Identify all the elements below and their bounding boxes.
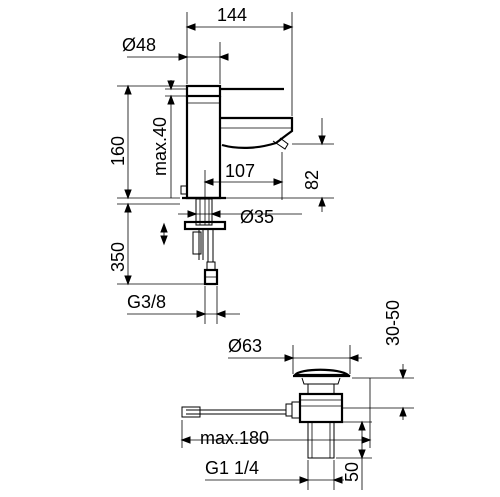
dim-height-total: 160 (108, 84, 186, 200)
lever-top (185, 84, 222, 98)
waste-drawing (181, 368, 351, 459)
dim-label-82: 82 (302, 170, 322, 190)
waste-plug (292, 368, 351, 377)
aerator (272, 137, 289, 150)
dim-max-lever: max.40 (150, 80, 186, 198)
dim-shank-diameter: Ø35 (178, 207, 302, 227)
dim-label-30-50: 30-50 (383, 300, 403, 346)
dim-label-350: 350 (108, 242, 128, 272)
dim-plug-diameter: Ø63 (228, 336, 362, 374)
dim-label-max180: max.180 (200, 428, 269, 448)
dim-label-d48: Ø48 (122, 35, 156, 55)
dim-label-144: 144 (217, 5, 247, 25)
popup-knob (180, 185, 188, 195)
hose-coupling (206, 261, 216, 271)
dim-spout-reach: 107 (203, 152, 284, 200)
faucet-body (185, 96, 222, 200)
fixing-nut (183, 220, 227, 231)
shank (195, 198, 213, 226)
overflow-connector (285, 403, 293, 417)
cable-end (181, 406, 201, 418)
dim-hose-length: 350 (108, 202, 204, 286)
plug-stem (307, 384, 335, 395)
dim-label-107: 107 (225, 161, 255, 181)
dim-body-diameter: Ø48 (122, 35, 229, 84)
dim-thread-faucet: G3/8 (127, 286, 240, 324)
dim-width-total: 144 (185, 5, 294, 116)
dim-label-160: 160 (108, 136, 128, 166)
plug-lower (301, 377, 341, 385)
faucet-drawing (180, 84, 294, 286)
dim-label-g38: G3/8 (127, 292, 166, 312)
dim-spout-height: 82 (226, 118, 334, 212)
dim-waste-length: 50 (336, 420, 372, 490)
dim-label-d35: Ø35 (240, 207, 274, 227)
spout (220, 116, 294, 149)
dim-label-d63: Ø63 (228, 336, 262, 356)
pull-rod (192, 231, 202, 255)
dim-label-max40: max.40 (150, 117, 170, 176)
waste-body (298, 392, 344, 424)
overflow-nut (291, 401, 301, 419)
dim-height-range: 30-50 (342, 300, 414, 420)
dim-label-g114: G1 1/4 (205, 458, 259, 478)
dim-thread-waste: G1 1/4 (205, 458, 344, 490)
dim-max-reach: max.180 (180, 378, 372, 448)
dim-label-50: 50 (342, 462, 362, 482)
